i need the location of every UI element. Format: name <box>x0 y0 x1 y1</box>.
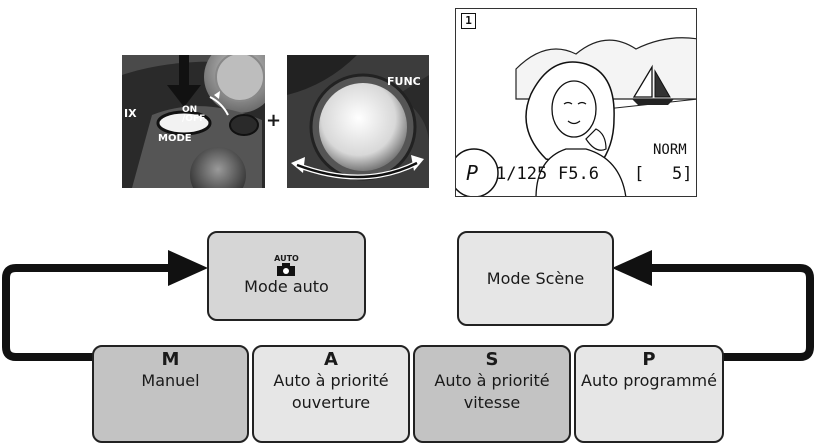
lcd-remaining-shots: 5] <box>672 164 693 184</box>
mode-label: MODE <box>158 133 192 144</box>
mode-scene-box: Mode Scène <box>457 231 614 326</box>
mode-program-box: P Auto programmé <box>574 345 724 443</box>
portrait-scene-illustration <box>456 37 696 196</box>
auto-camera-icon: AUTO <box>274 254 299 276</box>
mode-scene-label: Mode Scène <box>486 268 585 288</box>
mode-manual-box: M Manuel <box>92 345 249 443</box>
camera-mode-button-photo: ON /OFF MODE IX <box>122 55 265 188</box>
frame-indicator: 1 <box>461 13 476 29</box>
mode-program-label: Auto programmé <box>581 371 717 390</box>
mode-shutter-label-1: Auto à priorité <box>434 371 550 390</box>
mode-shutter-box: S Auto à priorité vitesse <box>413 345 571 443</box>
mode-aperture-label-2: ouverture <box>291 393 371 412</box>
camera-dial-photo: FUNC <box>287 55 429 188</box>
mode-shutter-letter: S <box>485 349 499 370</box>
plus-sign: + <box>266 110 282 131</box>
lcd-shutter-speed: 1/125 <box>496 164 548 184</box>
camera-icon <box>277 263 296 276</box>
mode-aperture-label-1: Auto à priorité <box>273 371 389 390</box>
mode-auto-label: Mode auto <box>244 277 329 296</box>
mode-program-letter: P <box>642 349 656 370</box>
lcd-aperture: F5.6 <box>558 164 599 184</box>
mode-shutter-label-2: vitesse <box>463 393 521 412</box>
command-dial-illustration <box>287 55 429 188</box>
mode-manual-label: Manuel <box>141 371 200 390</box>
camera-top-illustration <box>122 55 265 188</box>
func-label: FUNC <box>387 75 421 88</box>
mode-manual-letter: M <box>161 349 180 370</box>
lcd-quality: NORM <box>653 142 687 158</box>
mode-aperture-letter: A <box>324 349 338 370</box>
lcd-screen: 1 P 1/125 F5.6 [ NORM 5] <box>455 8 697 197</box>
partial-label: IX <box>124 107 137 120</box>
mode-aperture-box: A Auto à priorité ouverture <box>252 345 410 443</box>
mode-auto-box: AUTO Mode auto <box>207 231 366 321</box>
lcd-bracket: [ <box>634 164 645 184</box>
on-off-label: ON /OFF <box>182 105 206 124</box>
auto-icon-text: AUTO <box>274 254 299 263</box>
lcd-mode-letter: P <box>466 161 479 185</box>
